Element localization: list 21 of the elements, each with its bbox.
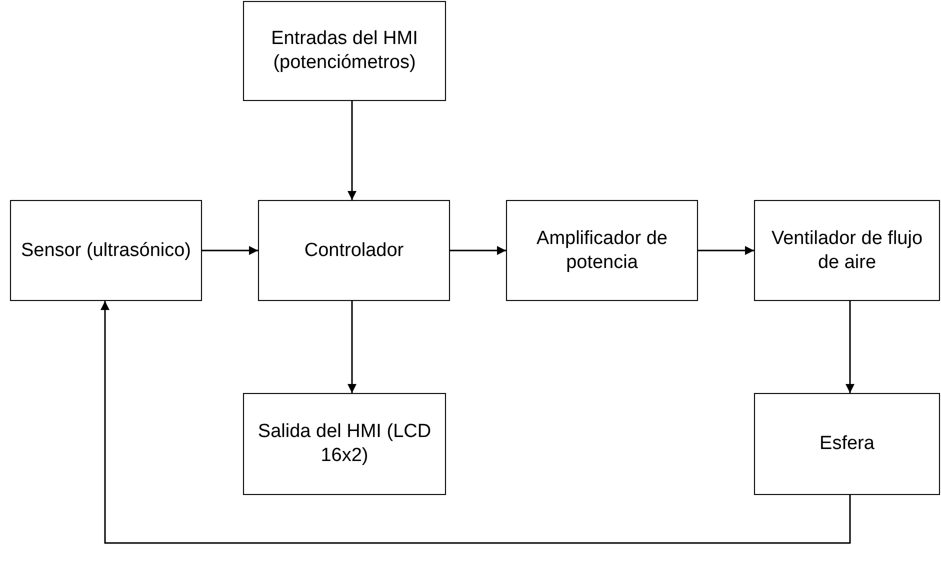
- arrow: [348, 301, 356, 393]
- box-label: Entradas del HMI (potenciómetros): [270, 27, 419, 75]
- arrow: [698, 246, 754, 255]
- arrow: [100, 301, 851, 544]
- arrow: [348, 101, 356, 200]
- box-label: Esfera: [820, 432, 874, 456]
- process-box: [754, 393, 940, 495]
- box-label: Salida del HMI (LCD 16x2): [256, 420, 432, 468]
- box-label: Sensor (ultrasónico): [20, 238, 192, 262]
- arrow: [846, 301, 854, 393]
- process-box: [10, 200, 202, 301]
- arrow: [202, 246, 258, 255]
- process-box: [754, 200, 940, 301]
- box-label: Ventilador de flujo de aire: [770, 226, 924, 274]
- process-box: [506, 200, 698, 301]
- box-label: Amplificador de potencia: [536, 226, 668, 274]
- box-label: Controlador: [304, 238, 404, 262]
- process-box: [258, 200, 450, 301]
- process-box: [243, 1, 446, 101]
- arrow: [450, 246, 506, 255]
- process-box: [243, 393, 446, 495]
